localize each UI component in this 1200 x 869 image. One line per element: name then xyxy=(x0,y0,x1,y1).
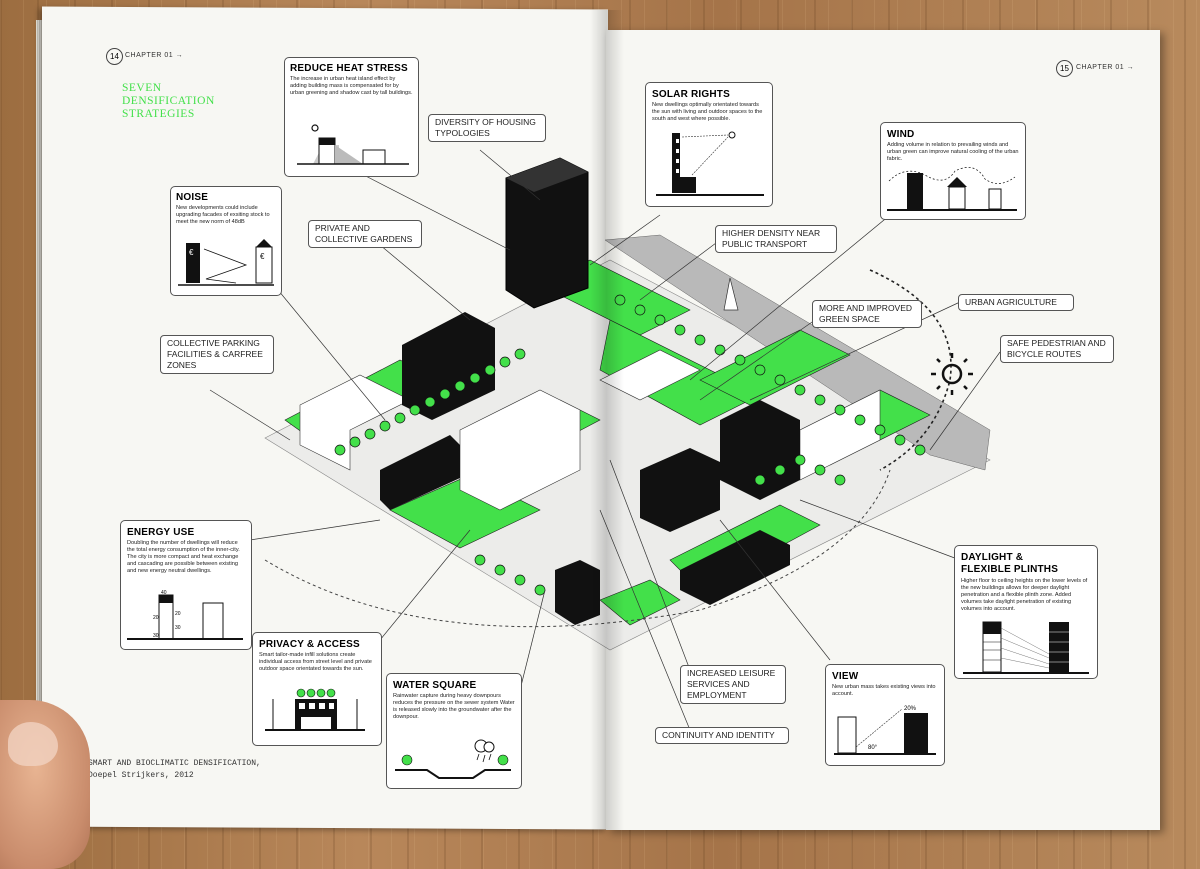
label-public-transport: HIGHER DENSITY NEAR PUBLIC TRANSPORT xyxy=(715,225,837,253)
page-edges xyxy=(36,20,44,828)
box-noise: NOISE New developments could include upg… xyxy=(170,186,282,296)
sun-icon xyxy=(931,353,973,395)
energy-dim: 20 xyxy=(175,611,181,617)
wind-diagram xyxy=(887,167,1017,211)
sun-path-low xyxy=(264,469,891,628)
thumbnail xyxy=(8,722,58,766)
view-angle: 80° xyxy=(868,745,878,751)
tree-rows xyxy=(334,294,926,596)
box-text: The increase in urban heat island effect… xyxy=(290,76,413,96)
label-diversity-housing: DIVERSITY OF HOUSING TYPOLOGIES xyxy=(428,114,546,142)
label-green-space: MORE AND IMPROVED GREEN SPACE xyxy=(812,300,922,328)
box-title: WATER SQUARE xyxy=(393,680,477,691)
sailboat-icon xyxy=(723,277,739,311)
box-text: New dwellings optimally orientated towar… xyxy=(652,102,763,122)
energy-diagram: 40 20 30 20 30 xyxy=(127,590,243,640)
energy-dim: 30 xyxy=(175,625,181,631)
noise-diagram: € € xyxy=(178,239,274,286)
label-pedestrian-routes: SAFE PEDESTRIAN AND BICYCLE ROUTES xyxy=(1000,335,1114,363)
black-building xyxy=(555,560,600,625)
box-text: Rainwater capture during heavy downpours… xyxy=(393,693,515,720)
box-text: Higher floor to ceiling heights on the l… xyxy=(961,578,1088,612)
page-number-left: 14 xyxy=(106,48,123,65)
credit-line-1: SMART AND BIOCLIMATIC DENSIFICATION, xyxy=(88,759,261,768)
view-percent: 20% xyxy=(904,706,917,712)
building xyxy=(599,349,701,401)
box-wind: WIND Adding volume in relation to prevai… xyxy=(880,122,1026,220)
box-solar-rights: SOLAR RIGHTS New dwellings optimally ori… xyxy=(645,82,773,207)
box-title: ENERGY USE xyxy=(127,527,195,538)
energy-dim: 40 xyxy=(161,590,167,596)
box-title: REDUCE HEAT STRESS xyxy=(290,63,408,74)
box-daylight-plinths: DAYLIGHT & FLEXIBLE PLINTHS Higher floor… xyxy=(954,545,1098,679)
tower-roof xyxy=(506,158,588,192)
label-urban-agriculture: URBAN AGRICULTURE xyxy=(958,294,1074,311)
box-water-square: WATER SQUARE Rainwater capture during he… xyxy=(386,673,522,789)
box-title: WIND xyxy=(887,129,915,140)
chapter-label-right: CHAPTER 01 → xyxy=(1076,64,1135,71)
box-energy-use: ENERGY USE Doubling the number of dwelli… xyxy=(120,520,252,650)
box-text: Adding volume in relation to prevailing … xyxy=(887,142,1019,162)
energy-dim: 30 xyxy=(153,633,159,639)
black-building xyxy=(640,448,720,532)
chapter-label-left: CHAPTER 01 → xyxy=(125,52,184,59)
box-title: VIEW xyxy=(832,671,859,682)
energy-dim: 20 xyxy=(153,615,159,621)
black-building xyxy=(680,530,790,605)
box-title: DAYLIGHT & FLEXIBLE PLINTHS xyxy=(961,552,1059,575)
black-building xyxy=(402,312,495,420)
label-leisure-services: INCREASED LEISURE SERVICES AND EMPLOYMEN… xyxy=(680,665,786,704)
svg-text:€: € xyxy=(189,248,194,257)
solar-diagram xyxy=(656,131,764,196)
box-title: PRIVACY & ACCESS xyxy=(259,639,360,650)
box-text: New developments could include upgrading… xyxy=(176,205,270,225)
svg-text:€: € xyxy=(260,252,265,261)
box-text: New urban mass takes existing views into… xyxy=(832,684,936,697)
label-parking: COLLECTIVE PARKING FACILITIES & CARFREE … xyxy=(160,335,274,374)
label-continuity-identity: CONTINUITY AND IDENTITY xyxy=(655,727,789,744)
box-reduce-heat-stress: REDUCE HEAT STRESS The increase in urban… xyxy=(284,57,419,177)
box-view: VIEW New urban mass takes existing views… xyxy=(825,664,945,766)
heat-diagram xyxy=(297,124,409,165)
building xyxy=(459,389,581,511)
credit-line-2: Doepel Strijkers, 2012 xyxy=(88,771,194,780)
page-number-right: 15 xyxy=(1056,60,1073,77)
privacy-diagram xyxy=(265,688,365,731)
box-title: NOISE xyxy=(176,192,209,203)
book-gutter-shadow xyxy=(590,10,624,830)
daylight-diagram xyxy=(963,621,1089,674)
leader-lines xyxy=(209,149,1001,731)
box-privacy-access: PRIVACY & ACCESS Smart tailor-made infil… xyxy=(252,632,382,746)
building xyxy=(299,374,411,471)
box-text: Doubling the number of dwellings will re… xyxy=(127,540,240,574)
box-text: Smart tailor-made infill solutions creat… xyxy=(259,652,372,672)
strategies-heading: SEVEN DENSIFICATION STRATEGIES xyxy=(122,82,215,120)
box-title: SOLAR RIGHTS xyxy=(652,89,730,100)
view-diagram: 20% 80° xyxy=(834,706,936,755)
green-block xyxy=(699,329,851,406)
water-diagram xyxy=(395,739,511,779)
label-gardens: PRIVATE AND COLLECTIVE GARDENS xyxy=(308,220,422,248)
black-building xyxy=(380,435,460,510)
